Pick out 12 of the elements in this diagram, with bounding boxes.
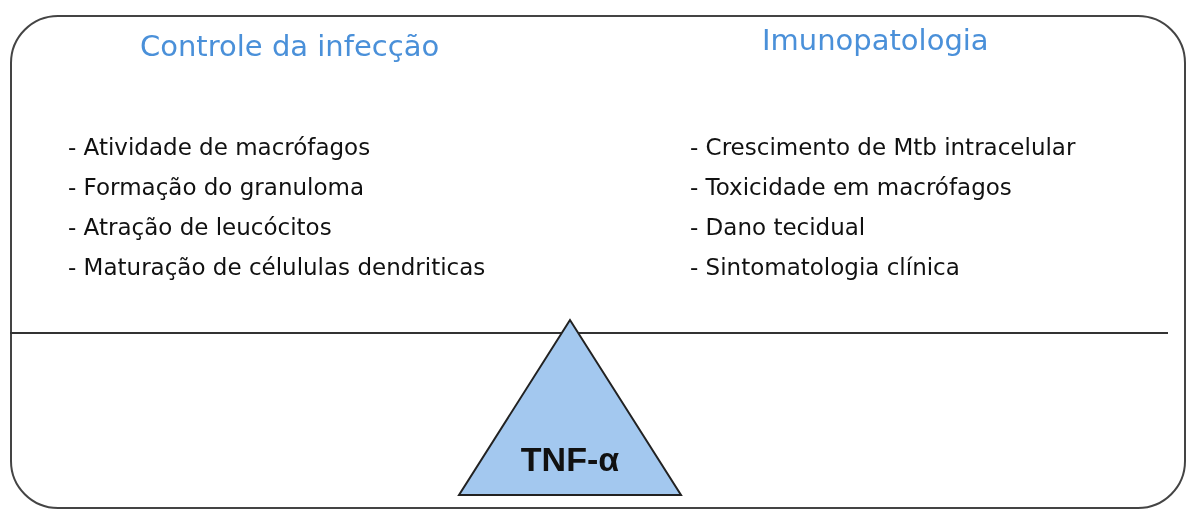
list-item: - Formação do granuloma [68, 174, 364, 200]
rounded-frame [10, 15, 1186, 509]
fulcrum-label: TNF-α [519, 440, 621, 479]
list-item: - Dano tecidual [690, 214, 866, 240]
list-item: - Maturação de célululas dendriticas [68, 254, 486, 280]
column-heading: Imunopatologia [762, 23, 989, 57]
list-item: - Toxicidade em macrófagos [690, 174, 1012, 200]
list-item: - Crescimento de Mtb intracelular [690, 134, 1076, 160]
list-item: - Atração de leucócitos [68, 214, 332, 240]
list-item: - Sintomatologia clínica [690, 254, 960, 280]
column-heading: Controle da infecção [140, 29, 440, 63]
list-item: - Atividade de macrófagos [68, 134, 371, 160]
